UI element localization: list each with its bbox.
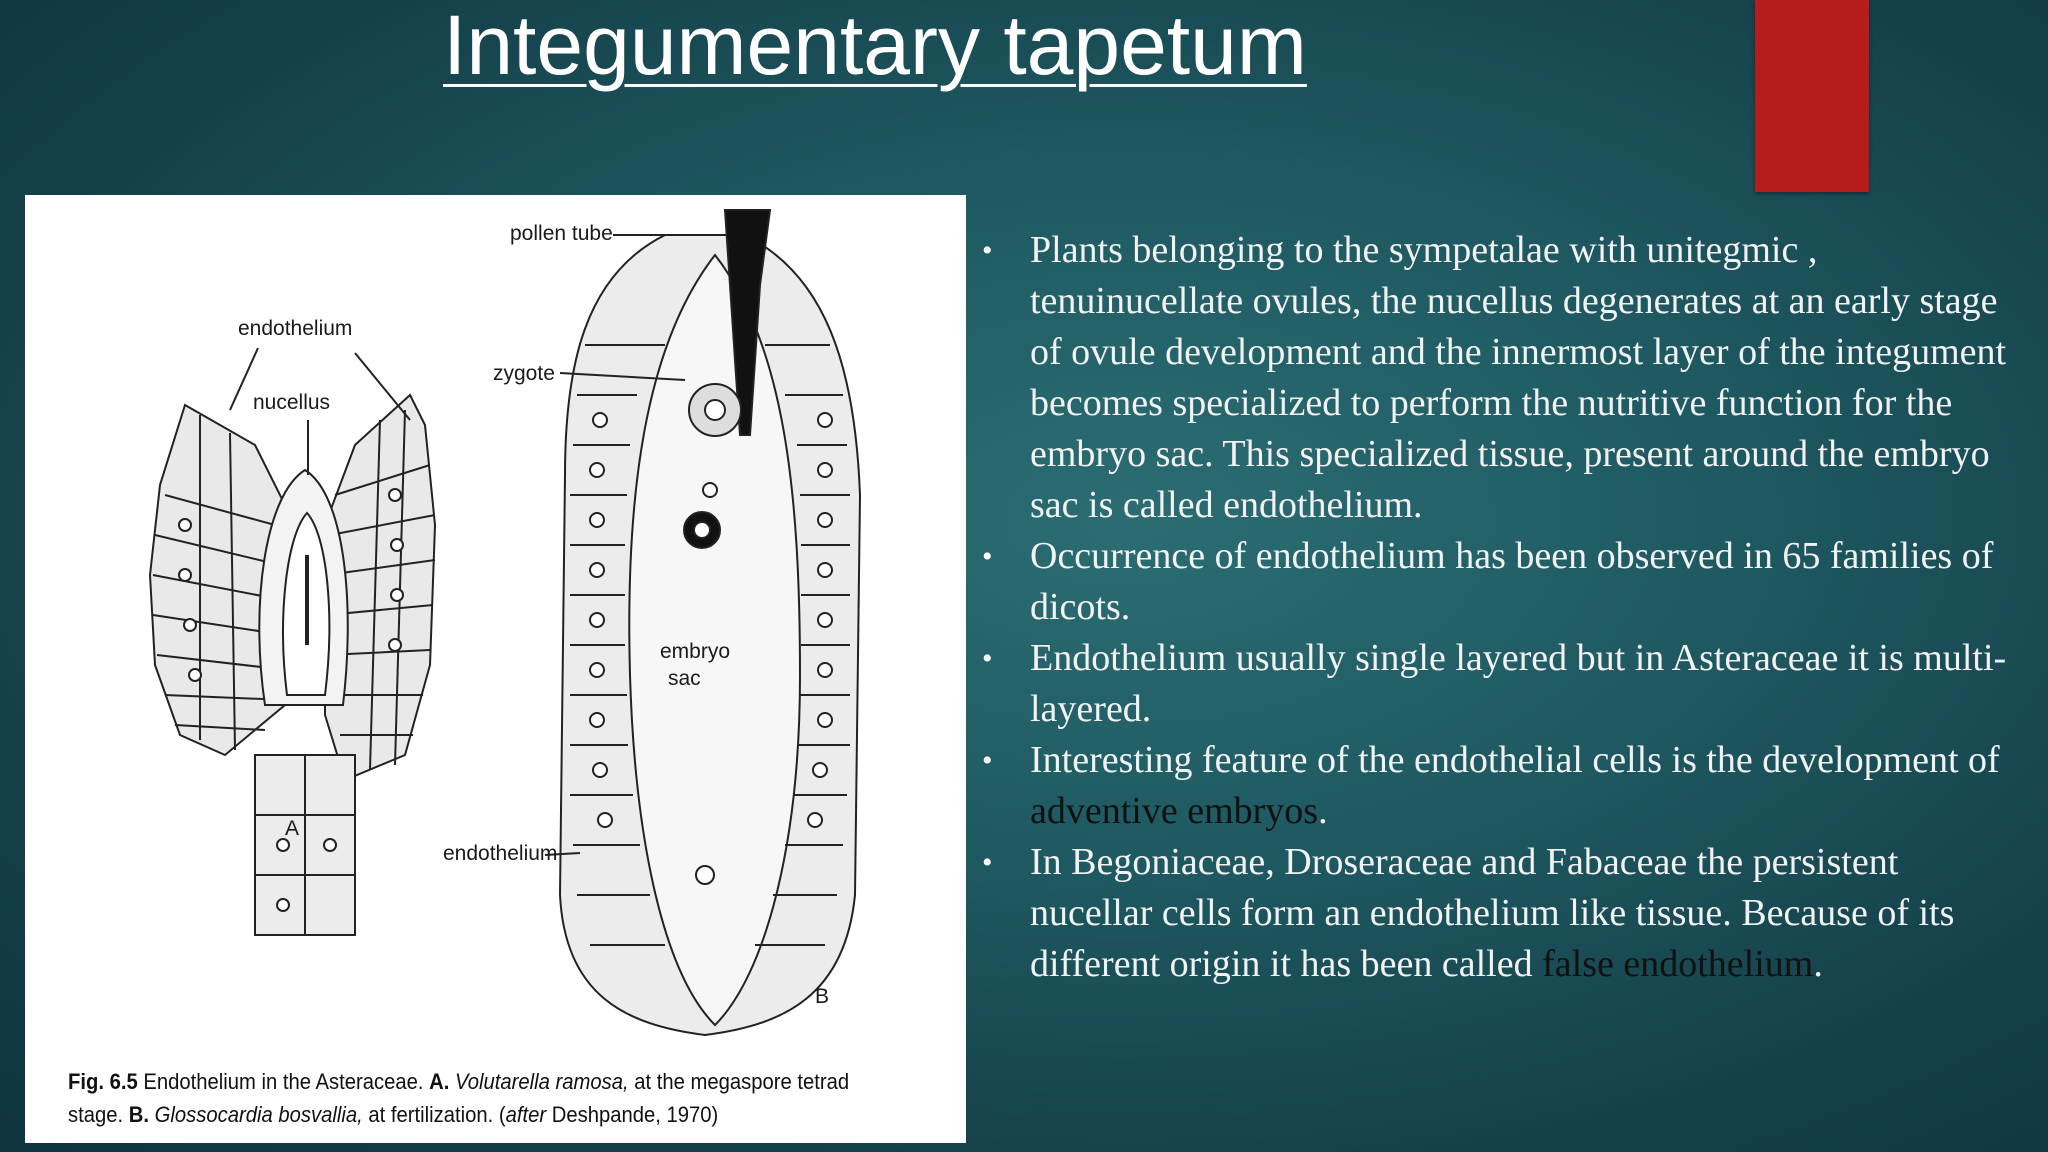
panel-b-drawing <box>544 209 862 1037</box>
bullet-list: • Plants belonging to the sympetalae with… <box>978 225 2018 990</box>
highlighted-term: false endothelium <box>1542 943 1814 985</box>
caption-after: after <box>505 1102 547 1127</box>
label-pollen-tube: pollen tube <box>510 222 613 245</box>
label-panel-b: B <box>815 985 829 1008</box>
caption-b: B. <box>128 1102 150 1127</box>
accent-bar <box>1755 0 1869 192</box>
bullet-icon: • <box>982 744 993 777</box>
bullet-text: Endothelium usually single layered but i… <box>1030 637 2007 730</box>
ovule-illustration: pollen tube endothelium nucellus zygote … <box>148 209 862 1037</box>
bullet-item: • Interesting feature of the endothelial … <box>978 735 2018 837</box>
bullet-icon: • <box>982 234 993 267</box>
label-zygote: zygote <box>493 362 555 385</box>
caption-fig-number: Fig. 6.5 <box>68 1069 138 1094</box>
figure-panel: pollen tube endothelium nucellus zygote … <box>25 195 966 1143</box>
label-endothelium-b: endothelium <box>443 842 557 865</box>
label-sac: sac <box>668 667 701 690</box>
bullet-item: • In Begoniaceae, Droseraceae and Fabacea… <box>978 837 2018 990</box>
bullet-text: In Begoniaceae, Droseraceae and Fabaceae… <box>1030 841 1955 985</box>
bullet-icon: • <box>982 642 993 675</box>
highlighted-term: adventive embryos <box>1030 790 1319 832</box>
bullet-item: • Endothelium usually single layered but … <box>978 633 2018 735</box>
caption-text: at fertilization. ( <box>362 1102 506 1127</box>
figure-caption: Fig. 6.5 Endothelium in the Asteraceae. … <box>68 1065 878 1131</box>
caption-text: Deshpande, 1970) <box>546 1102 719 1127</box>
bullet-text: . <box>1318 790 1328 832</box>
slide-title: Integumentary tapetum <box>443 0 1307 92</box>
label-endothelium-a: endothelium <box>238 317 352 340</box>
label-panel-a: A <box>285 817 299 840</box>
bullet-icon: • <box>982 846 993 879</box>
bullet-item: • Occurrence of endothelium has been obse… <box>978 531 2018 633</box>
bullet-item: • Plants belonging to the sympetalae with… <box>978 225 2018 531</box>
label-nucellus: nucellus <box>253 391 330 414</box>
bullet-text: Interesting feature of the endothelial c… <box>1030 739 2000 781</box>
caption-species-a: Volutarella ramosa, <box>449 1069 629 1094</box>
bullet-icon: • <box>982 540 993 573</box>
label-embryo: embryo <box>660 640 730 663</box>
bullet-text: Plants belonging to the sympetalae with … <box>1030 229 2007 526</box>
panel-a-drawing <box>148 347 437 936</box>
bullet-text: . <box>1813 943 1823 985</box>
caption-a: A. <box>429 1069 450 1094</box>
caption-species-b: Glossocardia bosvallia, <box>149 1102 363 1127</box>
caption-text: at the megaspore tetrad stage. <box>68 1069 850 1127</box>
bullet-text: Occurrence of endothelium has been obser… <box>1030 535 1994 628</box>
caption-text: Endothelium in the Asteraceae. <box>137 1069 430 1094</box>
